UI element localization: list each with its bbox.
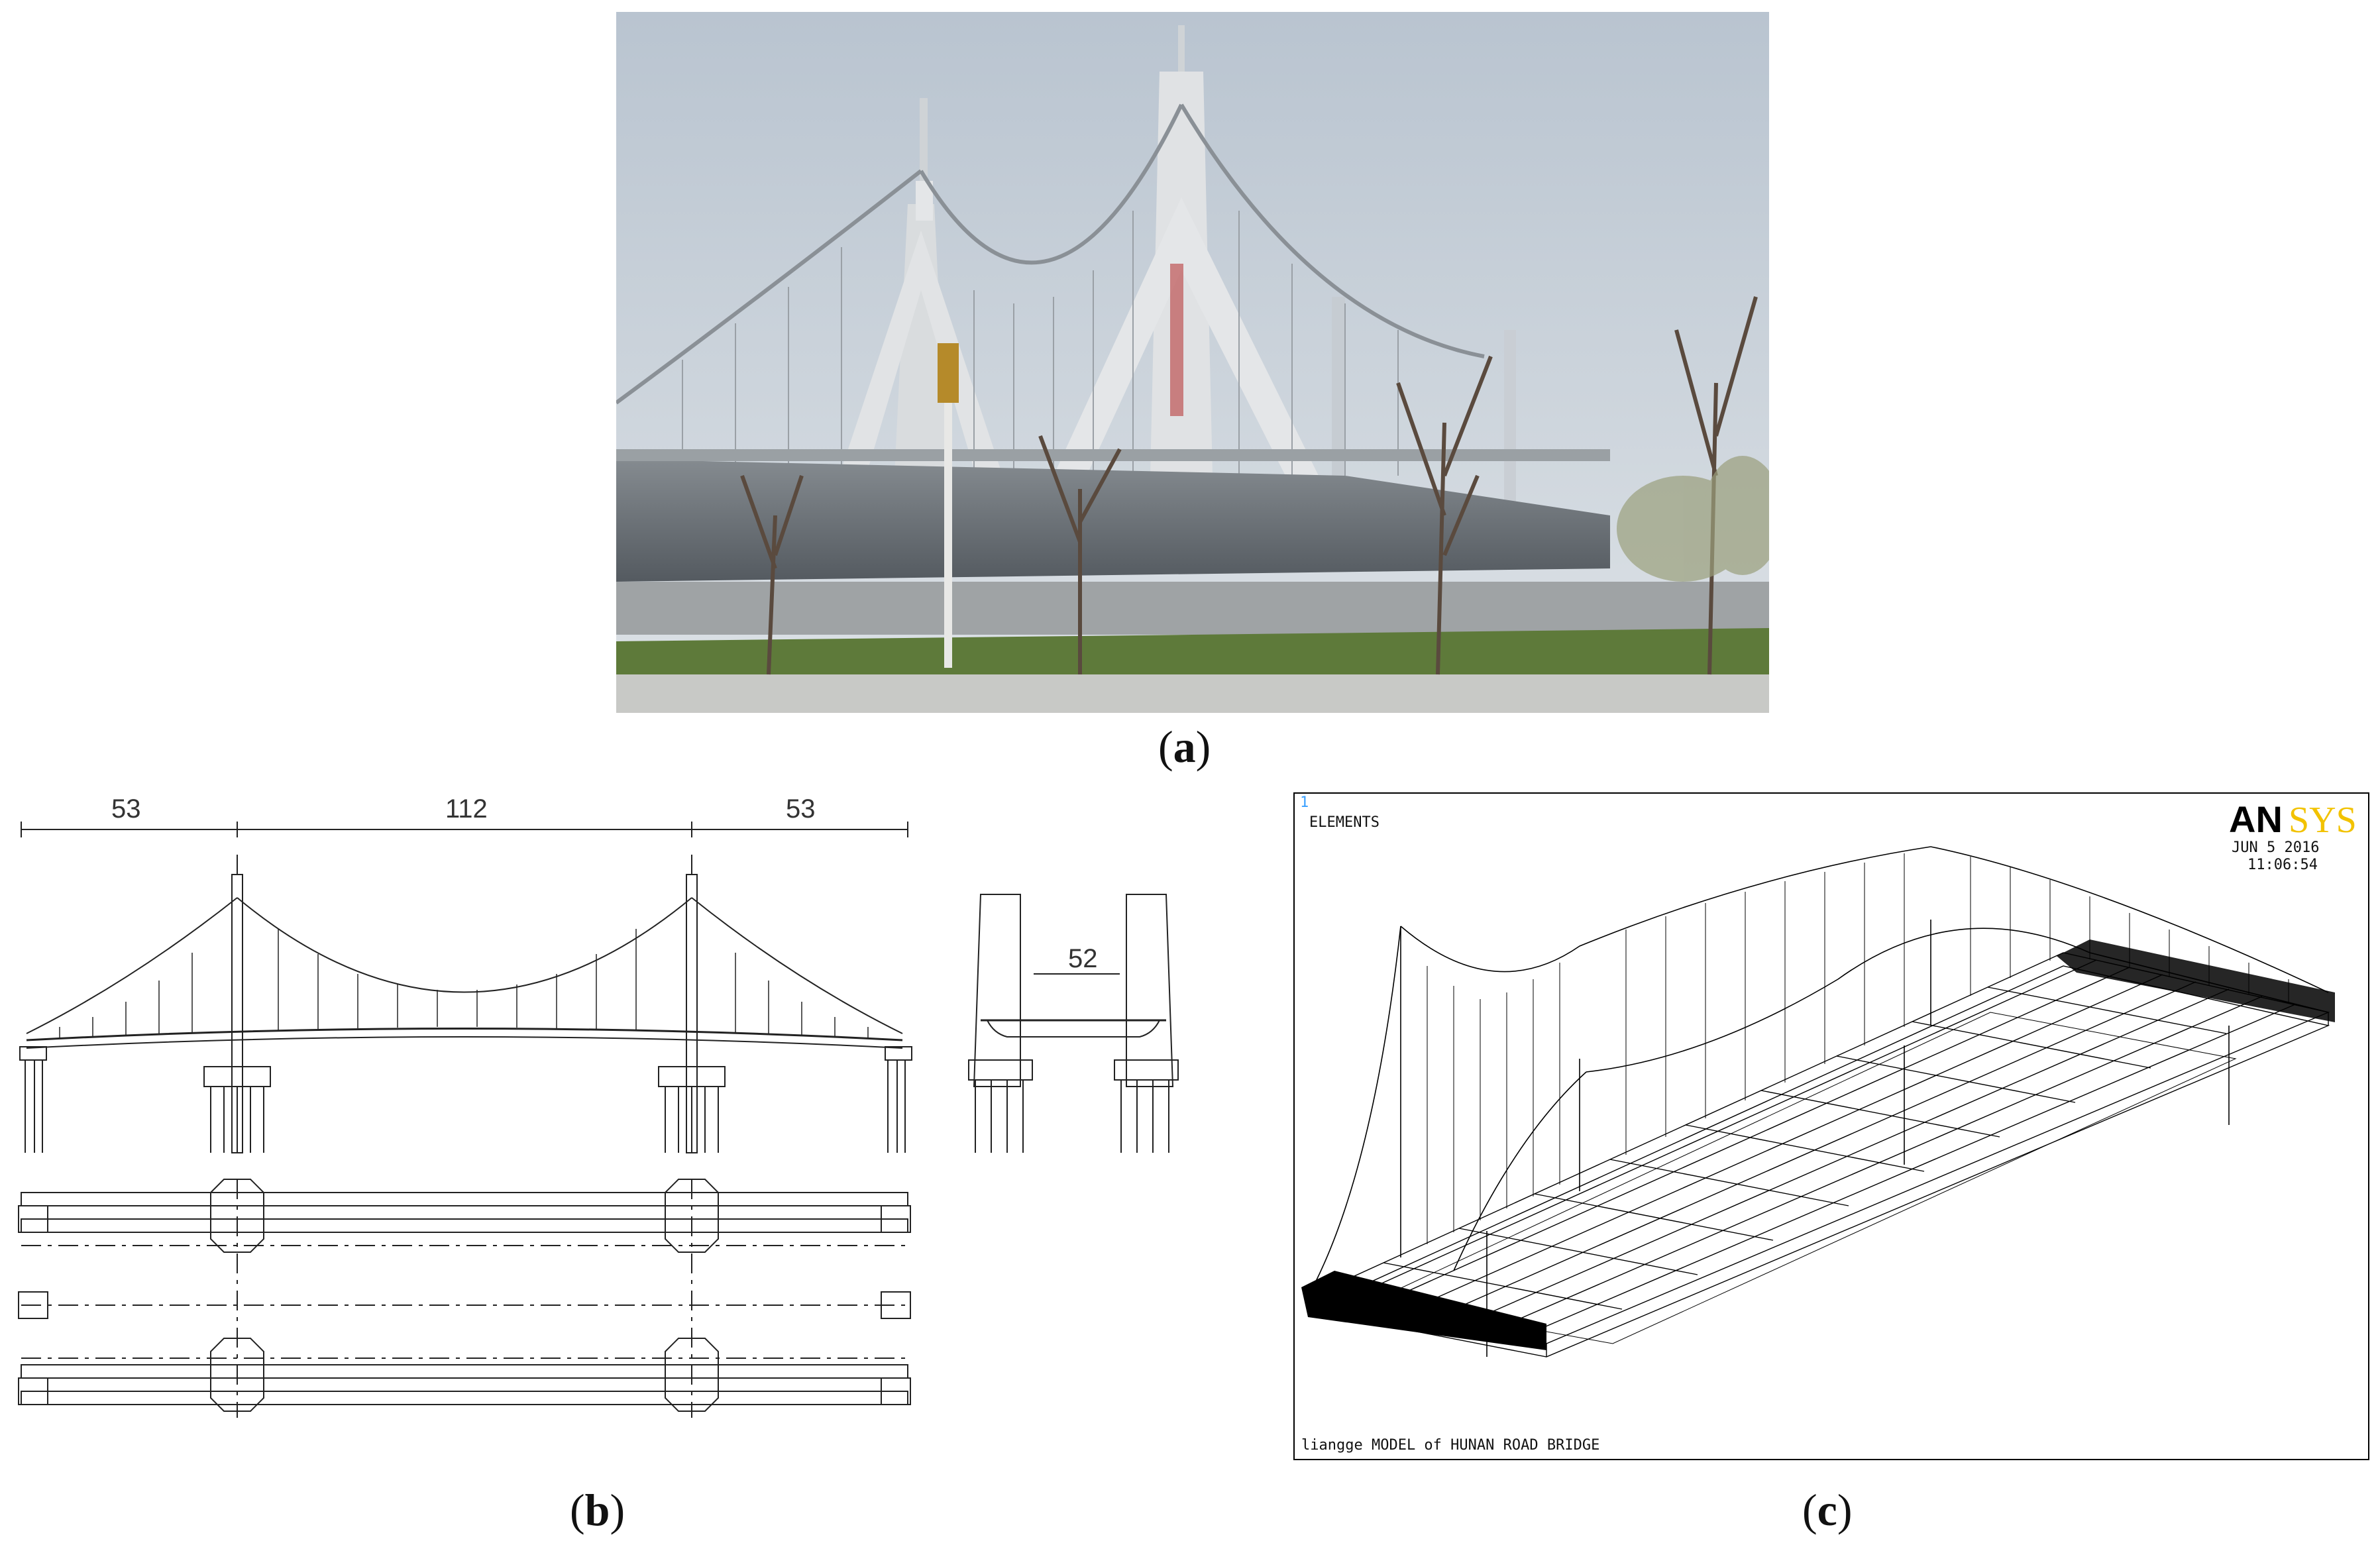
dim-left-span: 53 (111, 794, 141, 824)
plot-time: 11:06:54 (2247, 857, 2318, 873)
plot-date: JUN 5 2016 (2232, 839, 2319, 856)
ansys-logo-an: AN (2229, 798, 2283, 840)
bridge-photo-illustration (616, 12, 1769, 713)
plot-type-label: ELEMENTS (1309, 814, 1379, 831)
dim-main-span: 112 (445, 794, 488, 824)
drawing-svg: 53 112 53 52 (18, 794, 1179, 1418)
window-number: 1 (1300, 794, 1309, 811)
caption-b: (b) (570, 1485, 625, 1535)
dim-right-span: 53 (786, 794, 816, 824)
bridge-photo (616, 12, 1769, 713)
caption-a: (a) (1158, 721, 1211, 772)
bridge-drawings: 53 112 53 52 (0, 782, 1232, 1444)
dim-deck-width: 52 (1068, 944, 1098, 973)
ansys-model-window: 1 ELEMENTS AN SYS JUN 5 2016 11:06:54 li… (1293, 792, 2369, 1460)
ansys-logo-sys: SYS (2289, 800, 2357, 841)
model-title: liangge MODEL of HUNAN ROAD BRIDGE (1301, 1437, 1599, 1454)
ansys-plot: 1 ELEMENTS AN SYS JUN 5 2016 11:06:54 li… (1300, 794, 2357, 1454)
caption-c: (c) (1802, 1485, 1853, 1535)
